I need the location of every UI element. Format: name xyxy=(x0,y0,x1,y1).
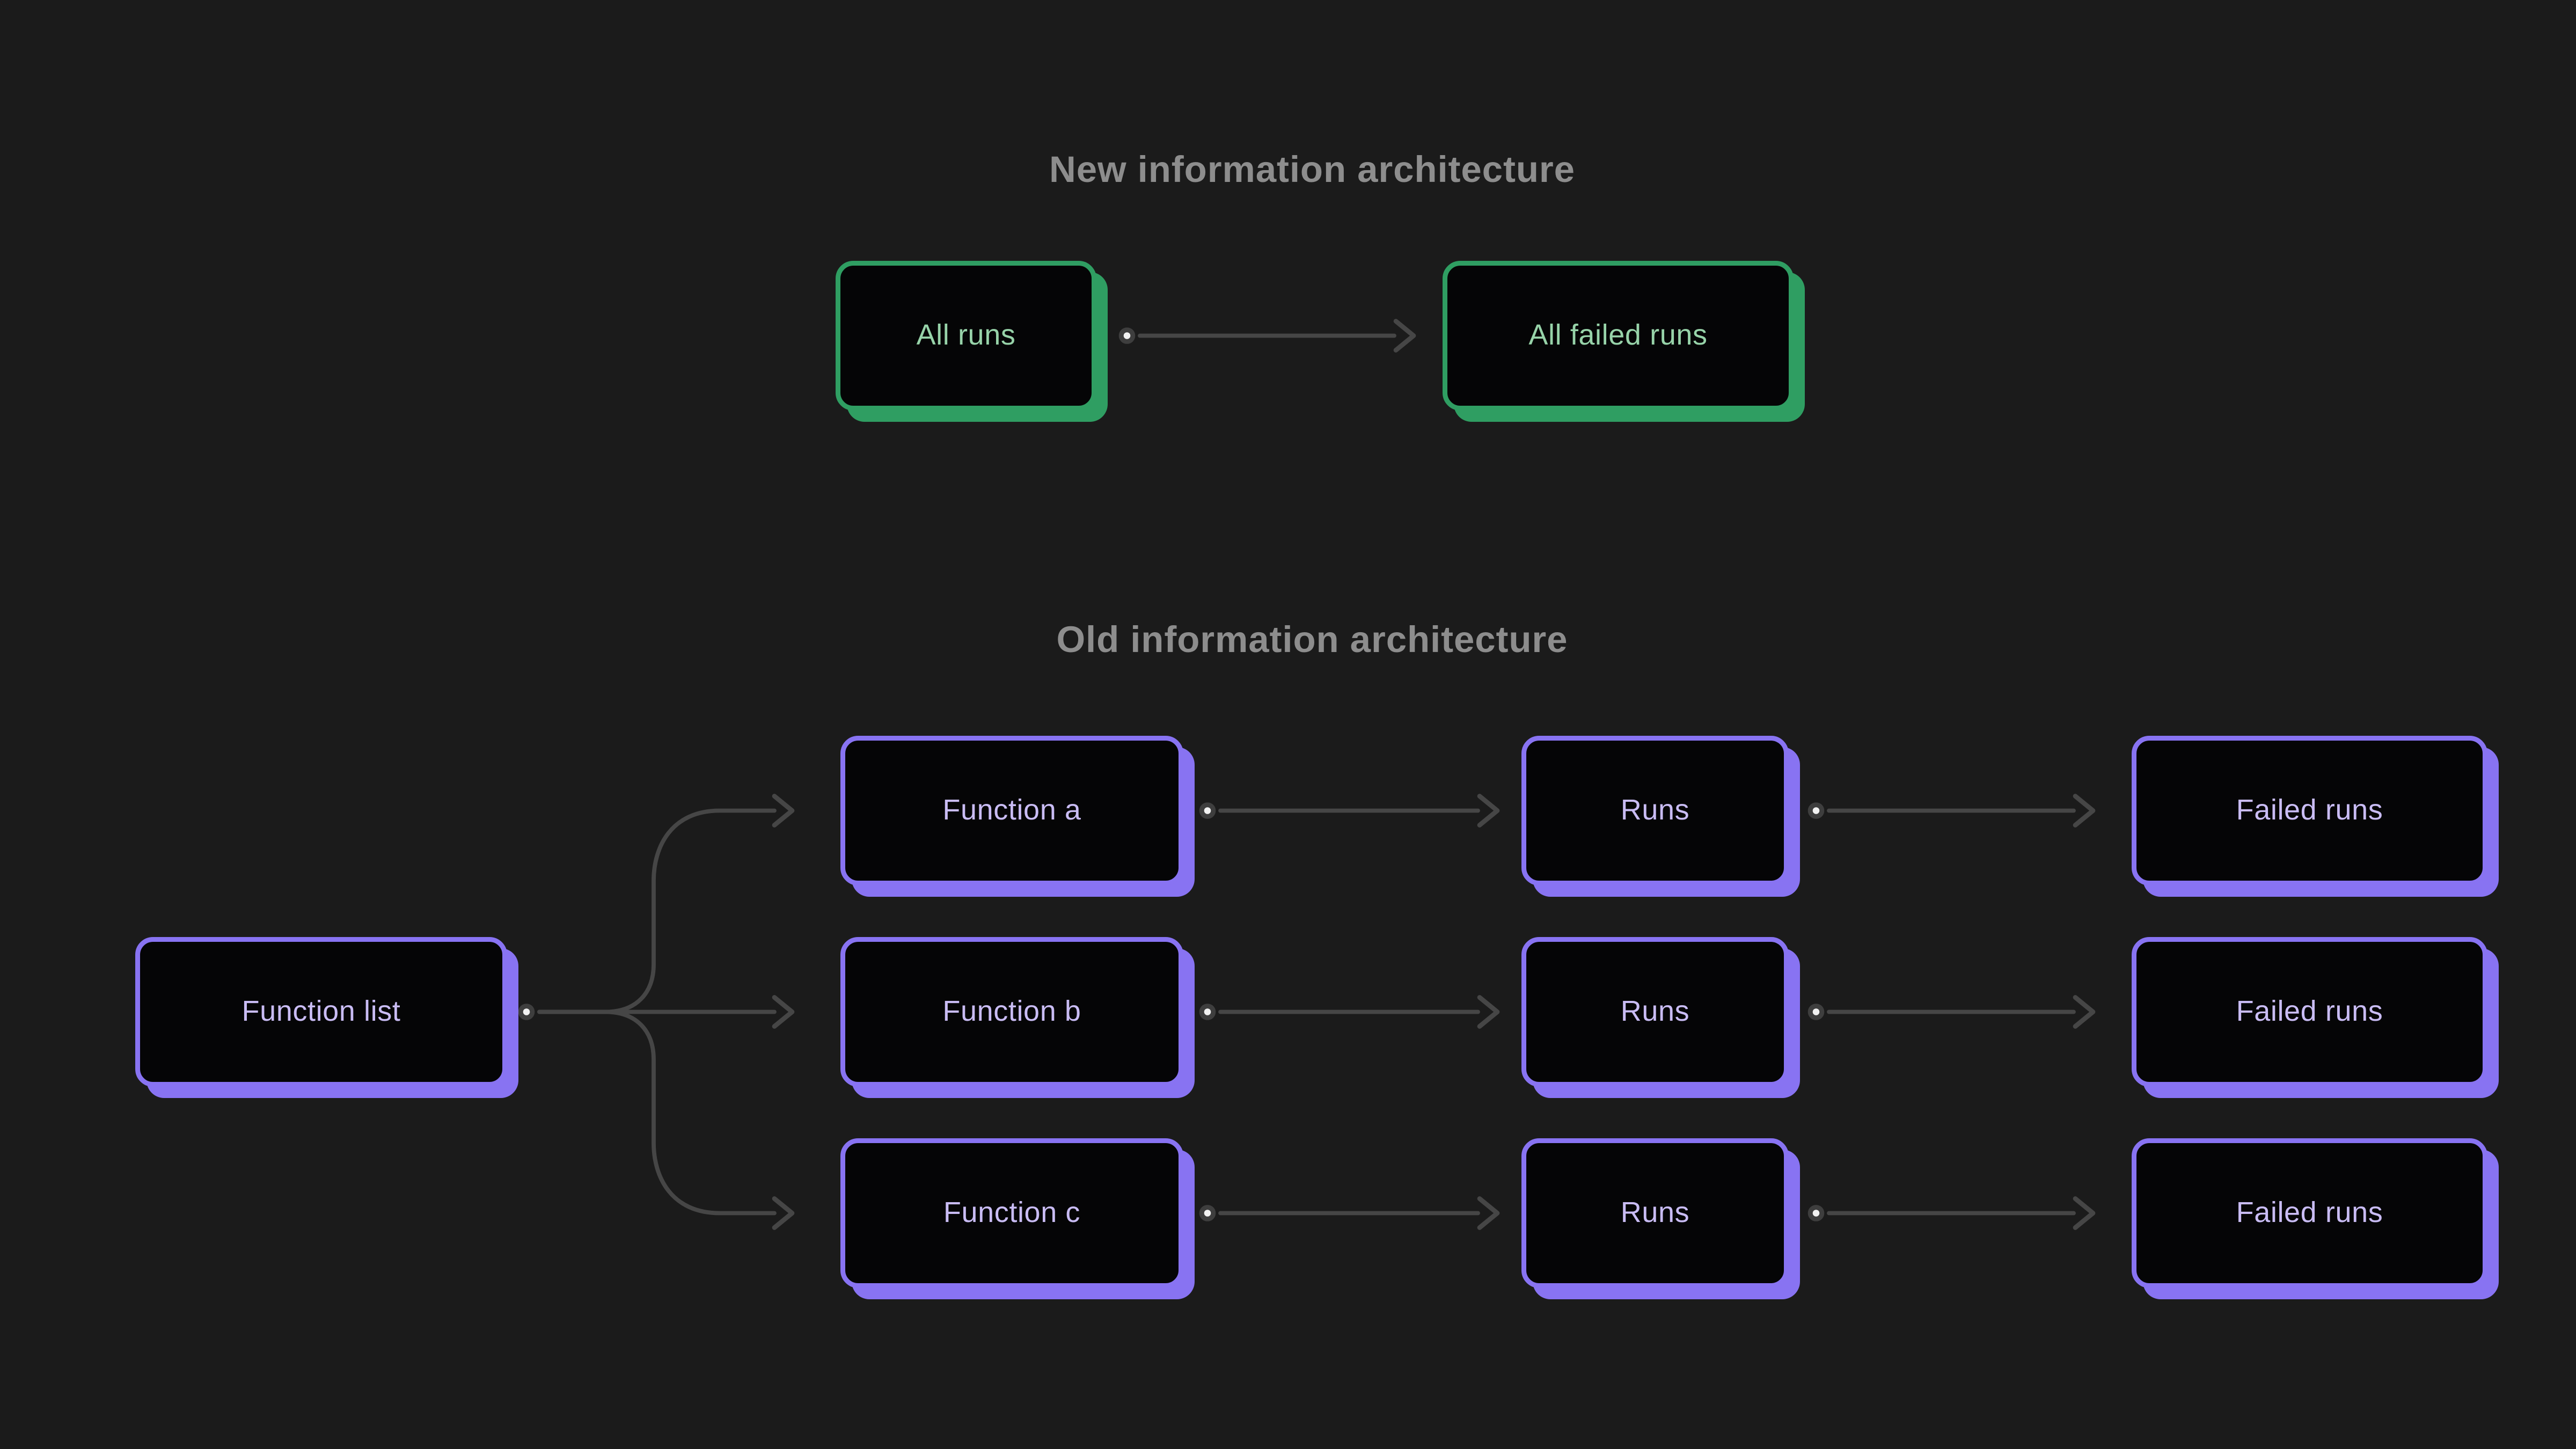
node-runs-a-label: Runs xyxy=(1620,794,1690,826)
arrowhead-icon xyxy=(1477,1196,1500,1230)
arrowhead-icon xyxy=(772,1196,795,1230)
arrowhead-icon xyxy=(2073,995,2096,1029)
new-architecture-title: New information architecture xyxy=(1049,148,1575,190)
connector-dot-icon xyxy=(1807,1205,1825,1221)
connector-all-runs-to-all-failed-runs xyxy=(1118,319,1416,353)
node-function-a: Function a xyxy=(840,736,1183,885)
node-failed-runs-b-label: Failed runs xyxy=(2236,995,2383,1027)
node-failed-runs-b: Failed runs xyxy=(2132,937,2487,1087)
arrowhead-icon xyxy=(1393,319,1416,353)
connector-function-list-fork xyxy=(518,794,795,1230)
node-runs-c-label: Runs xyxy=(1620,1196,1690,1228)
node-function-c-label: Function c xyxy=(943,1196,1081,1228)
node-all-failed-runs-label: All failed runs xyxy=(1528,319,1708,351)
connector-dot-icon xyxy=(1807,802,1825,819)
connector-function-b-to-runs xyxy=(1199,995,1500,1029)
arrowhead-icon xyxy=(772,794,795,828)
connector-dot-icon xyxy=(1199,1205,1216,1221)
node-failed-runs-a: Failed runs xyxy=(2132,736,2487,885)
connector-dot-icon xyxy=(518,1004,535,1020)
connector-runs-to-failed-runs-a xyxy=(1807,794,2096,828)
node-failed-runs-c-label: Failed runs xyxy=(2236,1196,2383,1228)
connector-runs-to-failed-runs-c xyxy=(1807,1196,2096,1230)
node-function-list: Function list xyxy=(135,937,507,1087)
node-runs-b-label: Runs xyxy=(1620,995,1690,1027)
arrowhead-icon xyxy=(1477,995,1500,1029)
connector-function-c-to-runs xyxy=(1199,1196,1500,1230)
old-architecture-title: Old information architecture xyxy=(1056,618,1568,660)
node-failed-runs-a-label: Failed runs xyxy=(2236,794,2383,826)
connector-dot-icon xyxy=(1199,802,1216,819)
connector-dot-icon xyxy=(1118,327,1136,344)
node-runs-c: Runs xyxy=(1521,1138,1789,1288)
node-function-c: Function c xyxy=(840,1138,1183,1288)
connector-runs-to-failed-runs-b xyxy=(1807,995,2096,1029)
node-function-a-label: Function a xyxy=(942,794,1081,826)
node-all-runs-label: All runs xyxy=(916,319,1016,351)
connector-function-a-to-runs xyxy=(1199,794,1500,828)
node-runs-b: Runs xyxy=(1521,937,1789,1087)
arrowhead-icon xyxy=(772,995,795,1029)
node-function-b: Function b xyxy=(840,937,1183,1087)
connector-dot-icon xyxy=(1807,1004,1825,1020)
connector-dot-icon xyxy=(1199,1004,1216,1020)
node-failed-runs-c: Failed runs xyxy=(2132,1138,2487,1288)
node-all-failed-runs: All failed runs xyxy=(1443,261,1794,411)
node-function-list-label: Function list xyxy=(241,995,401,1027)
arrowhead-icon xyxy=(2073,794,2096,828)
node-function-b-label: Function b xyxy=(942,995,1081,1027)
arrowhead-icon xyxy=(1477,794,1500,828)
node-all-runs: All runs xyxy=(836,261,1096,411)
node-runs-a: Runs xyxy=(1521,736,1789,885)
arrowhead-icon xyxy=(2073,1196,2096,1230)
